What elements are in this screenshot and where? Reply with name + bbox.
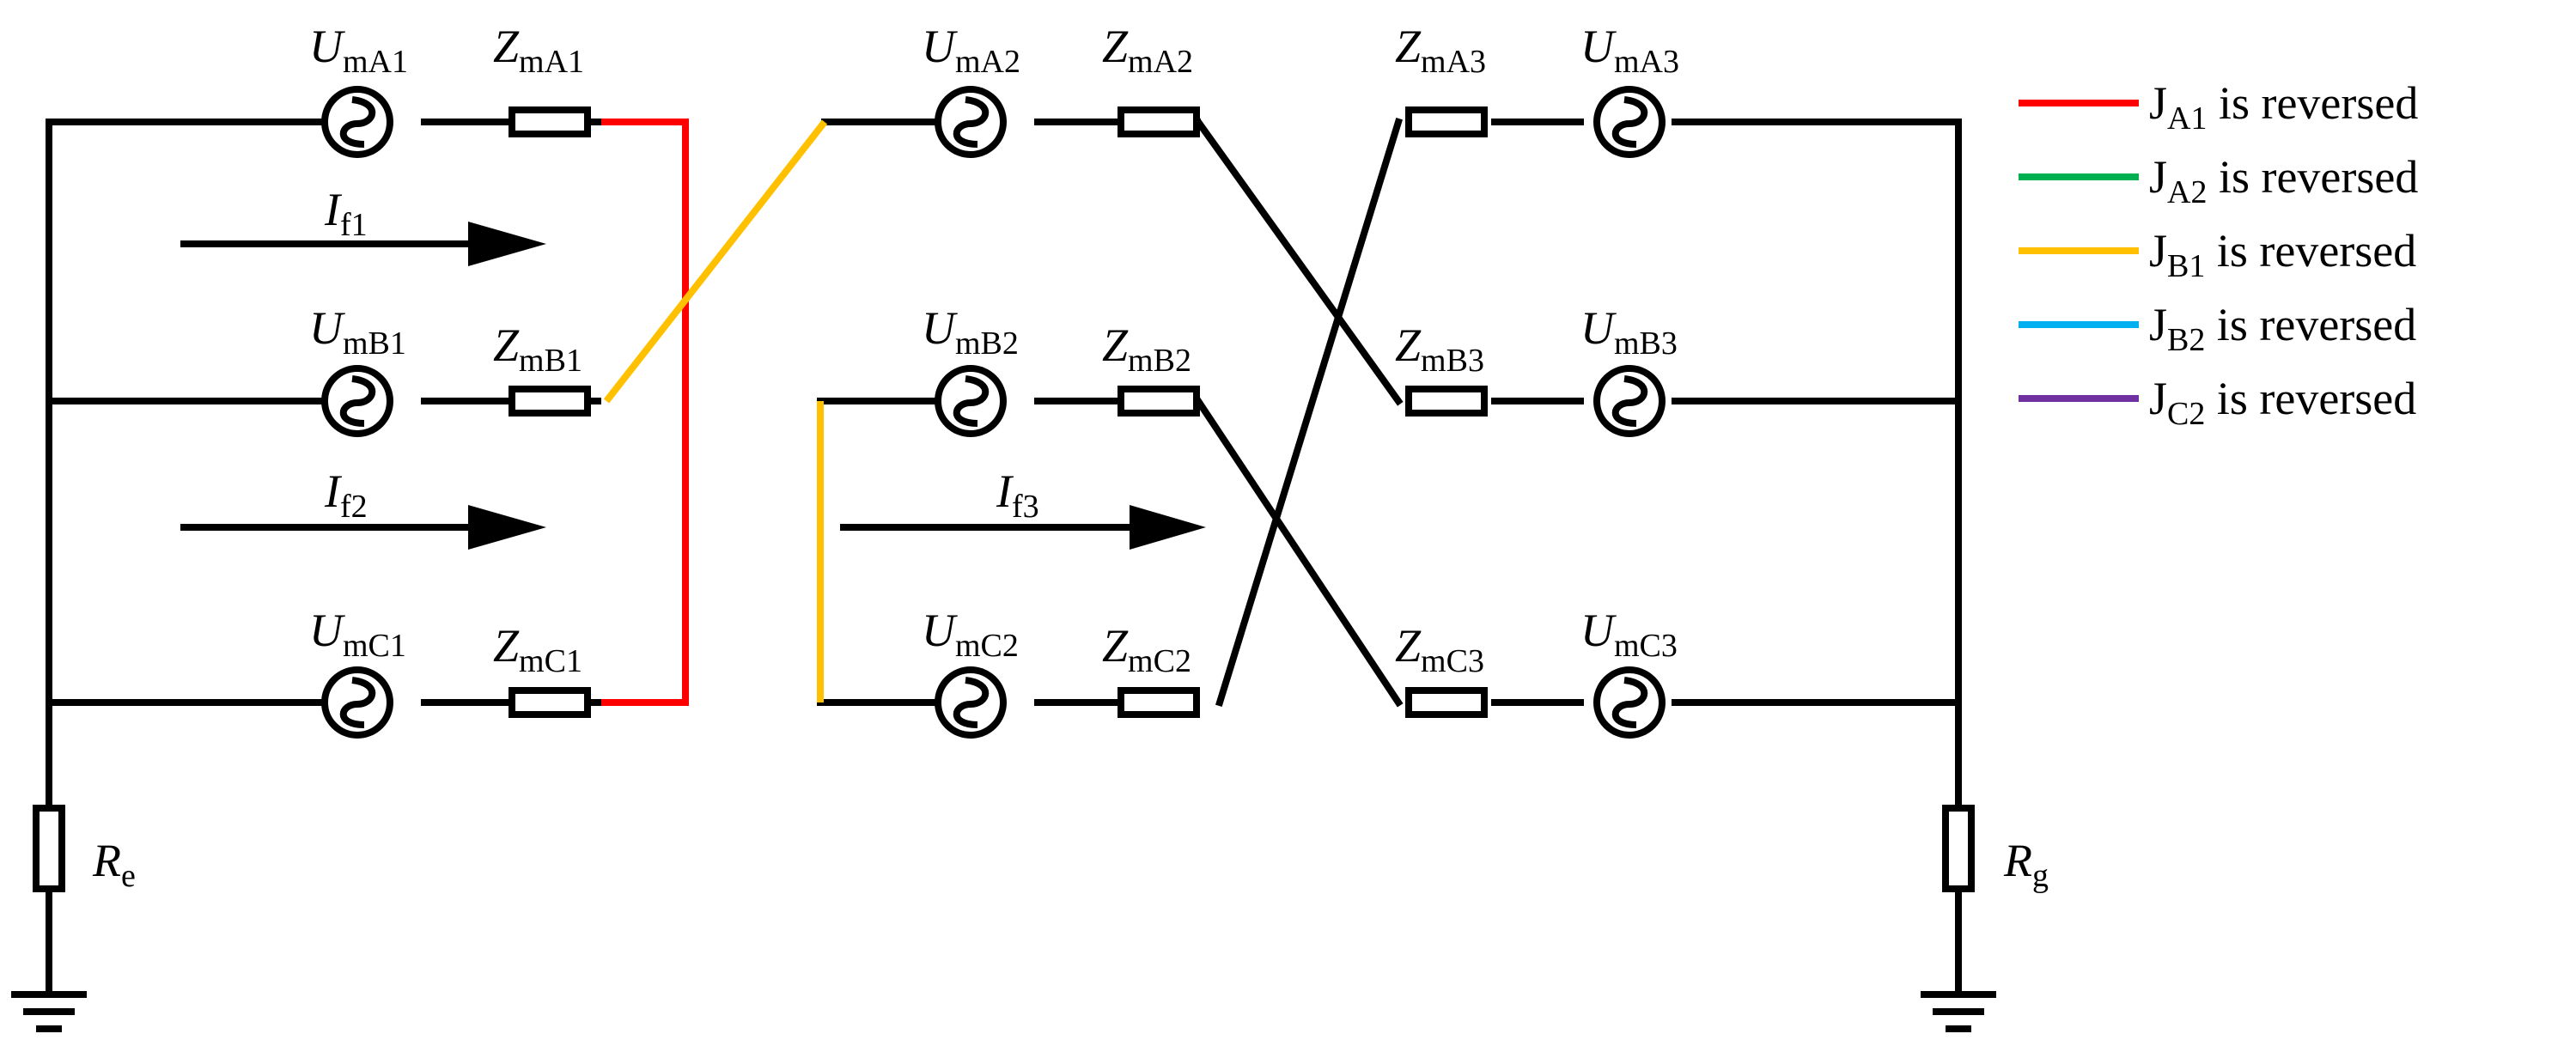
impedance-zma3 [1405, 106, 1488, 137]
impedance-zmc1 [509, 687, 591, 718]
highlight-wires [601, 119, 828, 706]
legend-label: JA2 is reversed [2149, 151, 2418, 210]
cross-a2-b3 [1193, 117, 1404, 406]
voltage-source-umb3 [1593, 365, 1666, 437]
current-if1-label: If1 [324, 184, 368, 243]
legend-entry: JA2 is reversed [2019, 151, 2418, 210]
arrow-if3 [840, 505, 1206, 550]
impedance-zmc2 [1117, 687, 1200, 718]
ground-icon-left [11, 991, 87, 1032]
impedance-zmc2-label: ZmC2 [1102, 620, 1191, 679]
impedance-zma1 [509, 106, 591, 137]
voltage-source-uma3 [1593, 86, 1666, 158]
current-arrows [180, 222, 1206, 550]
impedance-zma3-label: ZmA3 [1395, 21, 1486, 80]
legend-entry: JB1 is reversed [2019, 225, 2416, 284]
source-uma3-label: UmA3 [1580, 21, 1679, 80]
resistor-re-label: Re [92, 835, 136, 894]
impedance-zmc3-label: ZmC3 [1395, 620, 1484, 679]
ground-symbols [11, 991, 1996, 1032]
source-umb2-label: UmB2 [922, 302, 1019, 362]
source-uma1-label: UmA1 [309, 21, 408, 80]
resistor-rg-label: Rg [2003, 835, 2049, 894]
impedance-zmc1-label: ZmC1 [493, 620, 582, 679]
legend-entry: JC2 is reversed [2019, 373, 2416, 432]
impedance-zma1-label: ZmA1 [493, 21, 584, 80]
impedance-zmb2-label: ZmB2 [1102, 319, 1191, 379]
current-if2-label: If2 [324, 465, 368, 525]
legend-label: JA1 is reversed [2149, 77, 2418, 137]
cross-c2-a3 [1215, 118, 1403, 707]
impedance-zmb1-label: ZmB1 [493, 319, 582, 379]
voltage-sources [321, 86, 1666, 739]
source-umc2-label: UmC2 [922, 605, 1019, 664]
source-umb1-label: UmB1 [309, 302, 406, 362]
source-umc3-label: UmC3 [1580, 605, 1678, 664]
voltage-source-uma1 [321, 86, 393, 158]
source-uma2-label: UmA2 [922, 21, 1020, 80]
wires [46, 117, 1962, 998]
current-if3-label: If3 [996, 465, 1039, 525]
impedances [509, 106, 1488, 718]
impedance-zma2-label: ZmA2 [1102, 21, 1193, 80]
resistor-re-body [33, 805, 65, 892]
reversed-a1-red [601, 119, 689, 706]
legend-label: JC2 is reversed [2149, 373, 2416, 432]
cross-b2-c3 [1193, 396, 1404, 708]
legend-label: JB2 is reversed [2149, 299, 2416, 358]
legend-label: JB1 is reversed [2149, 225, 2416, 284]
source-umc1-label: UmC1 [309, 605, 406, 664]
resistor-rg-body [1942, 805, 1975, 892]
impedance-zmb3 [1405, 386, 1488, 417]
legend-entry: JA1 is reversed [2019, 77, 2418, 137]
voltage-source-umc3 [1593, 666, 1666, 739]
impedance-zma2 [1117, 106, 1200, 137]
voltage-source-uma2 [935, 86, 1007, 158]
voltage-source-umb2 [935, 365, 1007, 437]
voltage-source-umc2 [935, 666, 1007, 739]
impedance-zmb1 [509, 386, 591, 417]
ground-resistors [33, 805, 1975, 892]
legend-entry: JB2 is reversed [2019, 299, 2416, 358]
voltage-source-umc1 [321, 666, 393, 739]
arrow-if1 [180, 222, 546, 266]
voltage-source-umb1 [321, 365, 393, 437]
ground-icon-right [1921, 991, 1996, 1032]
arrow-if2 [180, 505, 546, 550]
impedance-zmb3-label: ZmB3 [1395, 319, 1484, 379]
impedance-zmc3 [1405, 687, 1488, 718]
source-umb3-label: UmB3 [1580, 302, 1678, 362]
reversed-b1-yellow-diag [603, 119, 828, 404]
impedance-zmb2 [1117, 386, 1200, 417]
